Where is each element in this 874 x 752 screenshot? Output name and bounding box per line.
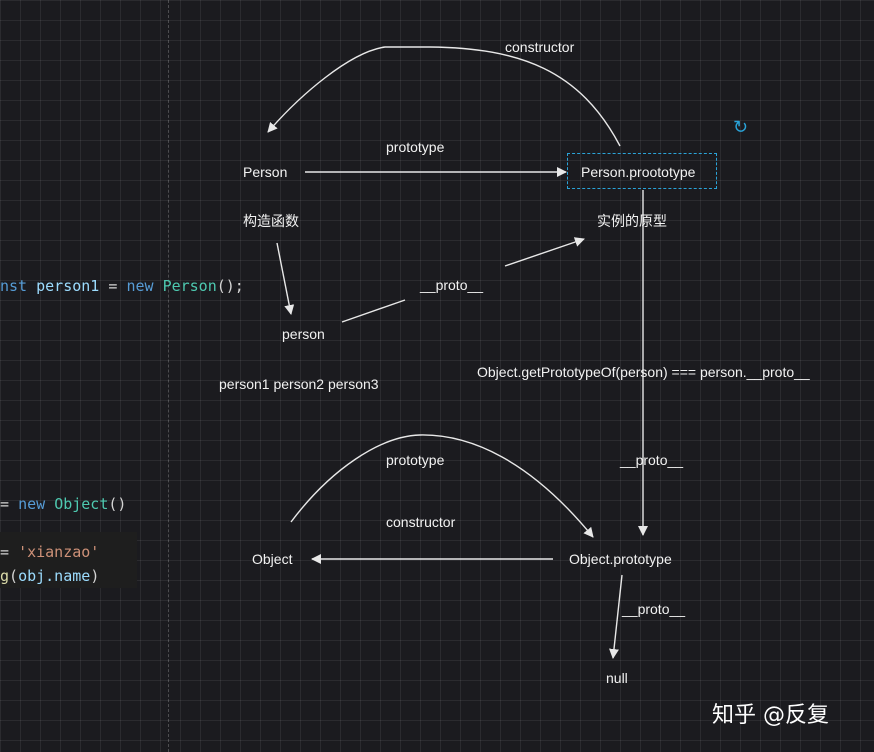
label-proto-1: __proto__ xyxy=(420,277,484,293)
arrow-constructor-top xyxy=(267,46,621,147)
proto-line-left xyxy=(341,299,406,323)
code-line-object: = new Object() xyxy=(0,495,127,513)
dashed-divider xyxy=(168,0,169,752)
arrow-proto-right xyxy=(504,237,585,267)
node-person[interactable]: Person xyxy=(243,164,288,180)
label-constructor-bottom: constructor xyxy=(386,514,456,530)
label-prototype-bottom: prototype xyxy=(386,452,445,468)
label-proto-3: __proto__ xyxy=(622,601,686,617)
code-block xyxy=(0,532,137,588)
arrow-ctor-to-person xyxy=(276,242,295,315)
label-constructor-function: 构造函数 xyxy=(243,213,299,229)
code-line-assign: = 'xianzao' xyxy=(0,543,100,561)
label-proto-2: __proto__ xyxy=(620,452,684,468)
node-object-prototype[interactable]: Object.prototype xyxy=(569,551,672,567)
label-prototype-top: prototype xyxy=(386,139,445,155)
node-person-instance[interactable]: person xyxy=(282,326,325,342)
arrow-prototype-bottom xyxy=(290,434,594,538)
code-line-person1: nst person1 = new Person(); xyxy=(0,277,244,295)
refresh-icon[interactable]: ↻ xyxy=(733,117,749,137)
code-line-log: g(obj.name) xyxy=(0,567,100,585)
label-instance-prototype: 实例的原型 xyxy=(597,213,667,229)
label-getprototypeof: Object.getPrototypeOf(person) === person… xyxy=(477,364,810,380)
node-person-prototype[interactable]: Person.proototype xyxy=(581,164,696,180)
node-object[interactable]: Object xyxy=(252,551,293,567)
node-null[interactable]: null xyxy=(606,670,628,686)
label-constructor-top: constructor xyxy=(505,39,575,55)
selection-box[interactable] xyxy=(567,153,717,189)
watermark: 知乎 @反复 xyxy=(712,703,829,728)
arrow-to-null xyxy=(608,574,623,659)
label-instances: person1 person2 person3 xyxy=(219,376,379,392)
